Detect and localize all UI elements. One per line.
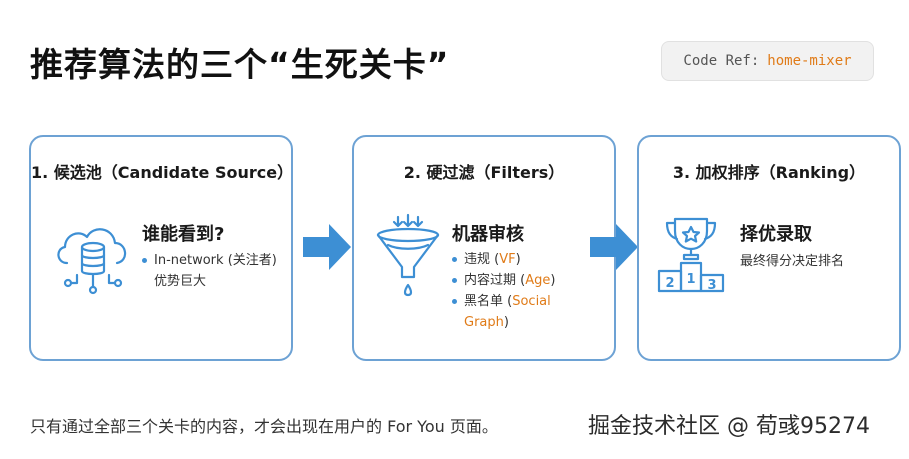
bullet-text: 违规 ( xyxy=(464,252,500,267)
stage-heading: 2. 硬过滤（Filters） xyxy=(403,163,565,182)
bullet-highlight: Age xyxy=(525,273,551,288)
bullet-text: 内容过期 ( xyxy=(464,273,526,288)
bullet-text: In-network (关注者) xyxy=(154,253,277,268)
stage-subtitle: 机器审核 xyxy=(452,224,524,245)
podium-label-second: 2 xyxy=(665,276,674,291)
podium-label-first: 1 xyxy=(686,272,695,287)
bullet-text-end: ) xyxy=(503,315,509,330)
bullet-highlight: VF xyxy=(499,252,516,267)
funnel-icon xyxy=(376,213,440,297)
stage-card-filters: 2. 硬过滤（Filters） 机器审核 违规 (VF) 内容过期 (Age) … xyxy=(352,135,616,361)
bullet-highlight: Social xyxy=(512,294,551,309)
arrow-right-icon xyxy=(303,224,351,270)
watermark: 掘金技术社区 @ 荀彧95274 xyxy=(588,414,870,439)
page-title: 推荐算法的三个“生死关卡” xyxy=(30,45,450,84)
code-ref-value: home-mixer xyxy=(767,53,852,69)
stage-description: 最终得分决定排名 xyxy=(740,254,845,269)
podium-label-third: 3 xyxy=(707,278,716,293)
stage-heading: 1. 候选池（Candidate Source） xyxy=(31,163,294,182)
stage-subtitle: 谁能看到? xyxy=(142,224,225,245)
bullet-text-end: ) xyxy=(550,273,556,288)
stage-card-ranking: 3. 加权排序（Ranking） 1 2 3 择优录取 最终得分决定排名 xyxy=(637,135,901,361)
bullet-item: 违规 (VF) xyxy=(452,249,555,270)
bullet-text-line2: 优势巨大 xyxy=(154,274,207,289)
trophy-podium-icon: 1 2 3 xyxy=(657,217,725,293)
bullet-text-end: ) xyxy=(515,252,521,267)
stage-card-candidate-source: 1. 候选池（Candidate Source） 谁能看到? In-networ… xyxy=(29,135,293,361)
stage-subtitle: 择优录取 xyxy=(740,224,812,245)
code-ref-label: Code Ref: xyxy=(683,53,760,69)
footer-note: 只有通过全部三个关卡的内容，才会出现在用户的 For You 页面。 xyxy=(30,417,498,436)
arrow-right-icon xyxy=(590,224,638,270)
bullet-text: 黑名单 ( xyxy=(464,294,513,309)
cloud-database-icon xyxy=(57,228,127,295)
bullet-item: In-network (关注者) 优势巨大 xyxy=(142,250,277,292)
stage-bullet-list: In-network (关注者) 优势巨大 xyxy=(142,250,277,292)
bullet-item: 内容过期 (Age) xyxy=(452,270,555,291)
code-ref-badge: Code Ref: home-mixer xyxy=(661,41,874,81)
stage-heading: 3. 加权排序（Ranking） xyxy=(672,163,866,182)
bullet-highlight-line2: Graph xyxy=(464,315,504,330)
